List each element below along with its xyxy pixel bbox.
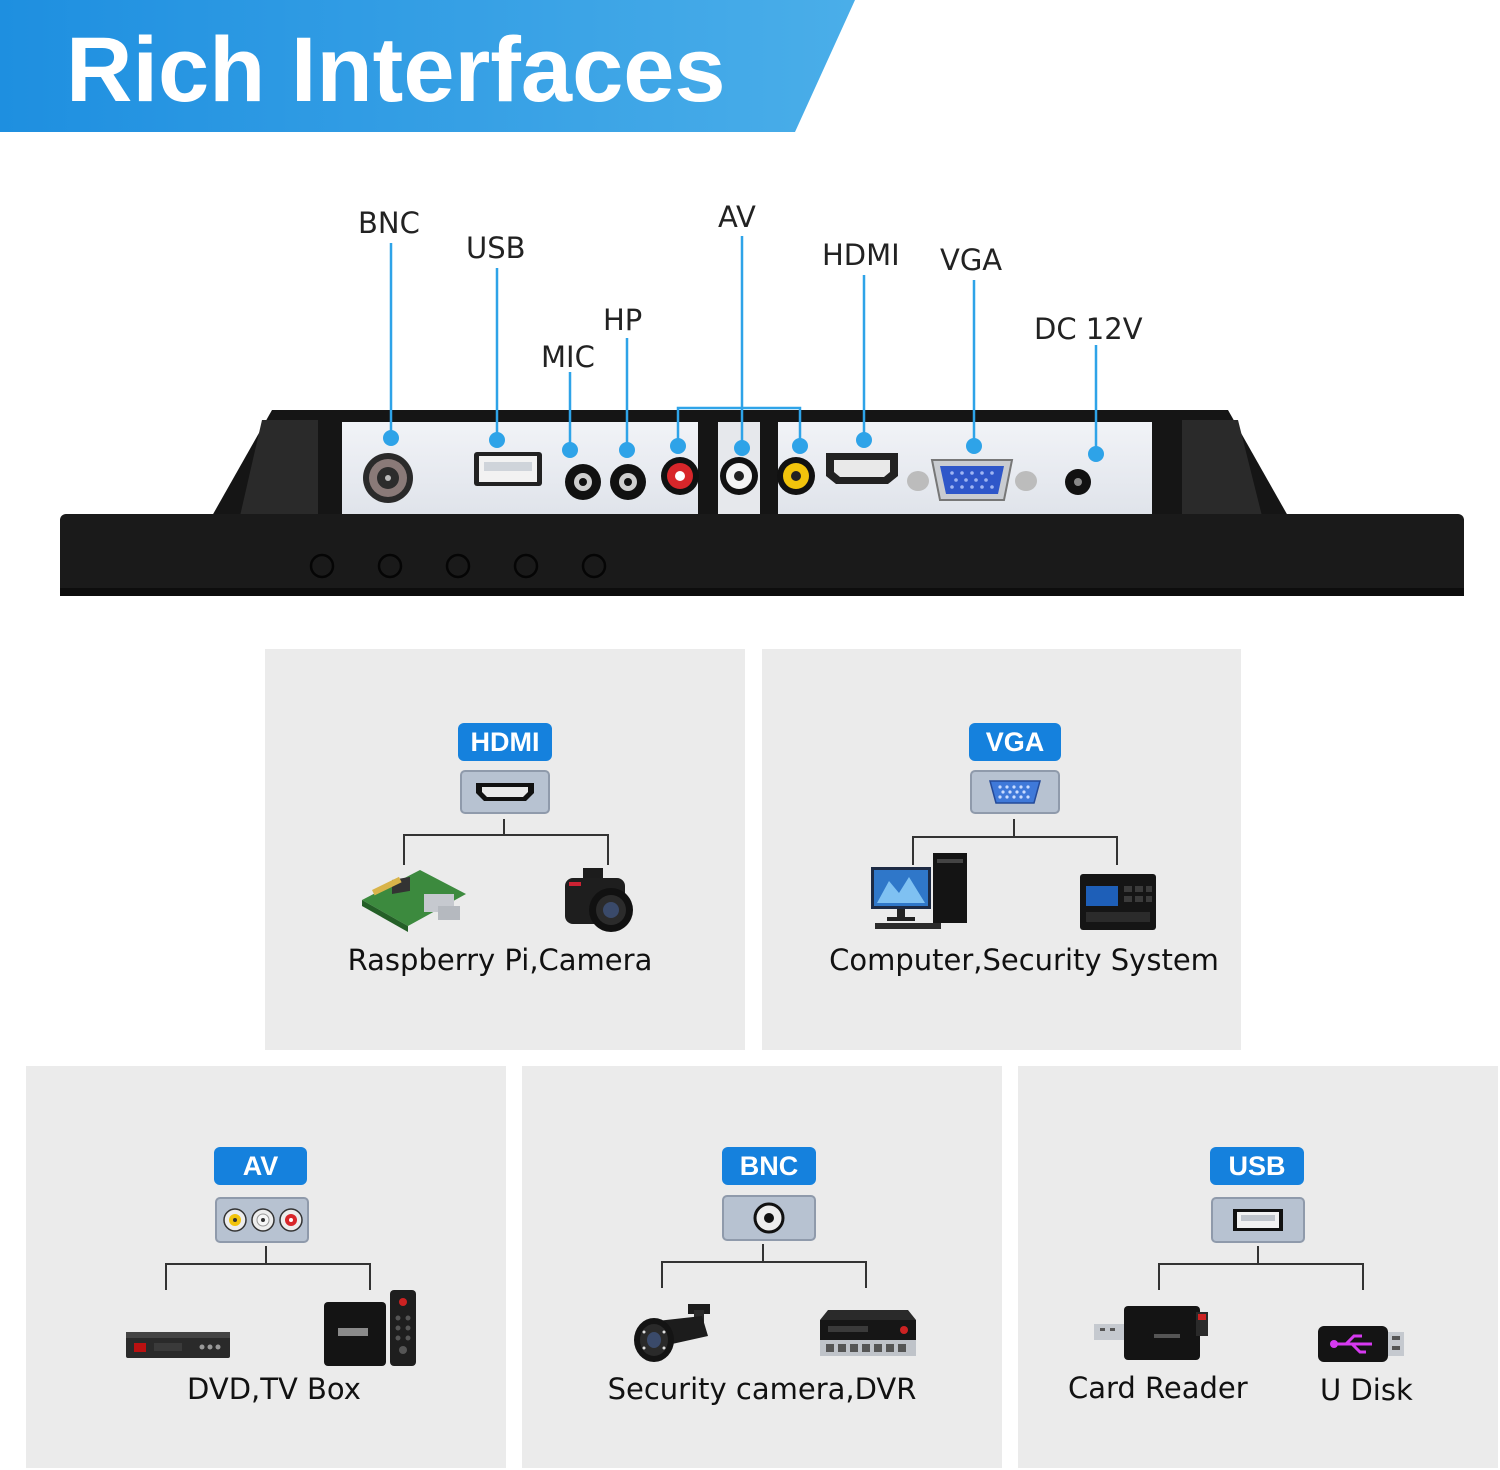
badge-vga: VGA <box>969 723 1061 761</box>
caption-vga: Computer,Security System <box>829 943 1219 977</box>
port-label-hdmi: HDMI <box>822 238 900 272</box>
panel-usb: USB Card Reader U Disk <box>1018 1066 1498 1468</box>
caption-card-reader: Card Reader <box>1068 1371 1248 1405</box>
badge-usb: USB <box>1210 1147 1304 1185</box>
tree-connector <box>661 1244 867 1288</box>
av-port-icon <box>215 1197 309 1243</box>
port-label-usb: USB <box>466 231 526 265</box>
panel-vga: VGA Computer,Security System <box>762 649 1241 1050</box>
caption-hdmi: Raspberry Pi,Camera <box>347 943 653 977</box>
badge-hdmi: HDMI <box>458 723 552 761</box>
hdmi-port-icon <box>460 770 550 814</box>
security-system-icon <box>1080 874 1156 930</box>
port-label-mic: MIC <box>541 340 595 374</box>
computer-icon <box>871 853 967 929</box>
vga-port-icon <box>970 770 1060 814</box>
caption-bnc: Security camera,DVR <box>607 1372 917 1406</box>
camera-icon <box>565 868 633 932</box>
dvd-player-icon <box>126 1332 230 1358</box>
tree-connector <box>1158 1246 1364 1290</box>
port-label-vga: VGA <box>940 243 1003 277</box>
security-camera-icon <box>634 1304 710 1362</box>
dvr-icon <box>820 1310 916 1356</box>
port-label-bnc: BNC <box>358 206 420 240</box>
panel-av: AV DVD,TV Box <box>26 1066 506 1468</box>
bnc-port-icon <box>722 1195 816 1241</box>
badge-av: AV <box>214 1147 307 1185</box>
raspberry-pi-icon <box>362 870 466 932</box>
usb-port-icon <box>1211 1197 1305 1243</box>
panel-hdmi: HDMI Raspberry Pi,Camera <box>265 649 745 1050</box>
port-label-av: AV <box>718 200 756 234</box>
caption-av: DVD,TV Box <box>187 1372 361 1406</box>
tv-box-icon <box>324 1290 416 1366</box>
u-disk-icon <box>1318 1326 1404 1362</box>
port-label-hp: HP <box>603 303 643 337</box>
badge-bnc: BNC <box>722 1147 816 1185</box>
title-banner <box>0 0 855 132</box>
tree-connector <box>912 819 1118 865</box>
monitor-back-illustration <box>60 236 1464 596</box>
tree-connector <box>403 819 609 865</box>
tree-connector <box>165 1246 371 1290</box>
caption-u-disk: U Disk <box>1320 1373 1413 1407</box>
card-reader-icon <box>1094 1306 1208 1360</box>
port-label-dc: DC 12V <box>1034 312 1143 346</box>
panel-bnc: BNC Security camera,DVR <box>522 1066 1002 1468</box>
page-title: Rich Interfaces <box>66 19 726 121</box>
